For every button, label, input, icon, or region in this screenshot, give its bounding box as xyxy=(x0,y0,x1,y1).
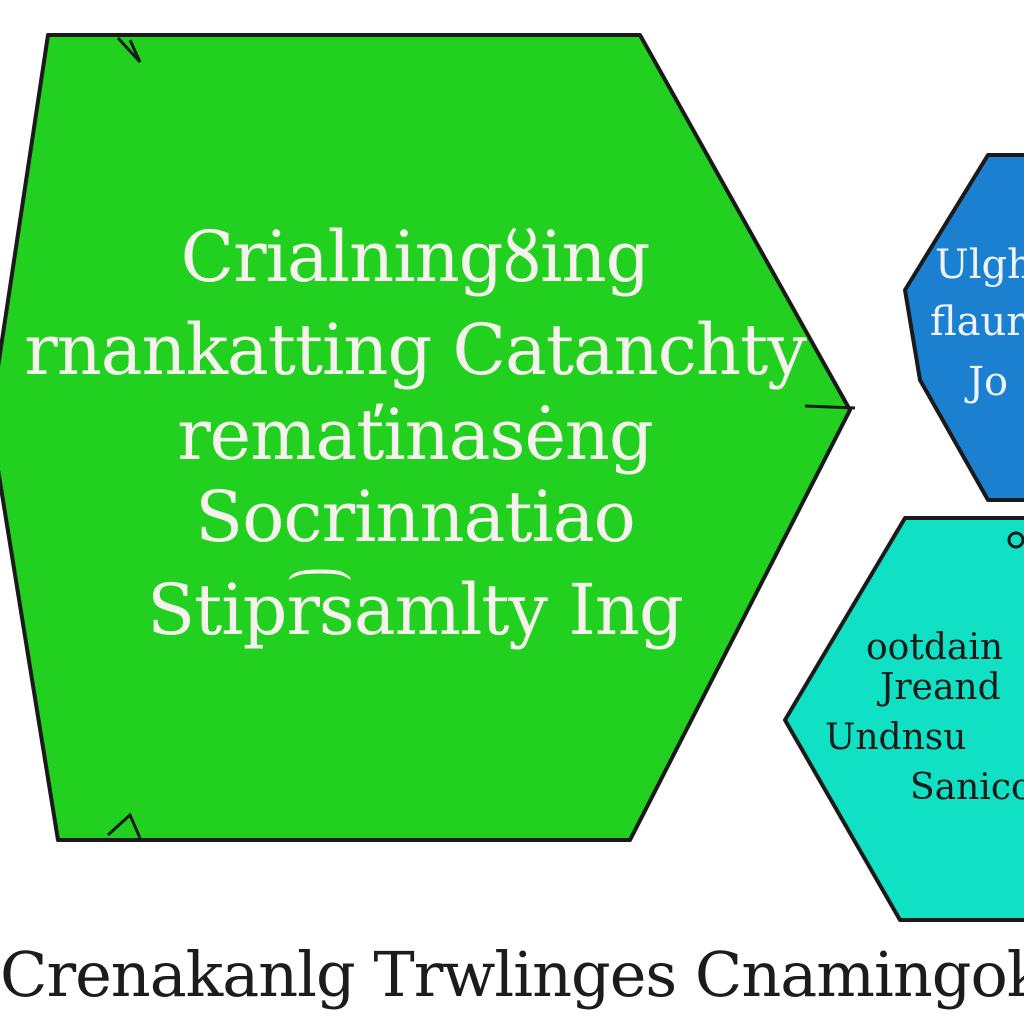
teal-line-3: Undnsu xyxy=(825,717,967,758)
arrow-icon xyxy=(106,812,142,839)
green-hexagon xyxy=(0,33,852,842)
connector-icon xyxy=(1007,531,1024,549)
blue-line-3: Jo xyxy=(968,359,1009,405)
teal-line-1: ootdain xyxy=(866,627,1004,668)
green-line-4: Socrinnatiao xyxy=(195,476,635,558)
green-line-5: Stipr͡samlty Ing xyxy=(147,569,684,651)
blue-line-2: flaur xyxy=(930,299,1024,345)
arrow-icon xyxy=(804,404,856,410)
blue-line-1: Ulgh xyxy=(935,242,1024,288)
teal-line-4: Sanico xyxy=(910,767,1024,808)
arrow-icon xyxy=(116,36,142,64)
green-line-1: Crialningȣing xyxy=(180,216,651,298)
green-line-3: remaťinasėng xyxy=(177,394,654,476)
blue-hexagon xyxy=(903,153,1024,502)
bottom-caption: Crenakanlg Trwlinges Cnamingokh xyxy=(0,938,1024,1011)
teal-hexagon xyxy=(783,516,1024,922)
teal-line-2: Jreand xyxy=(880,667,1001,708)
green-line-2: rnankatting Catanchty xyxy=(24,309,807,391)
